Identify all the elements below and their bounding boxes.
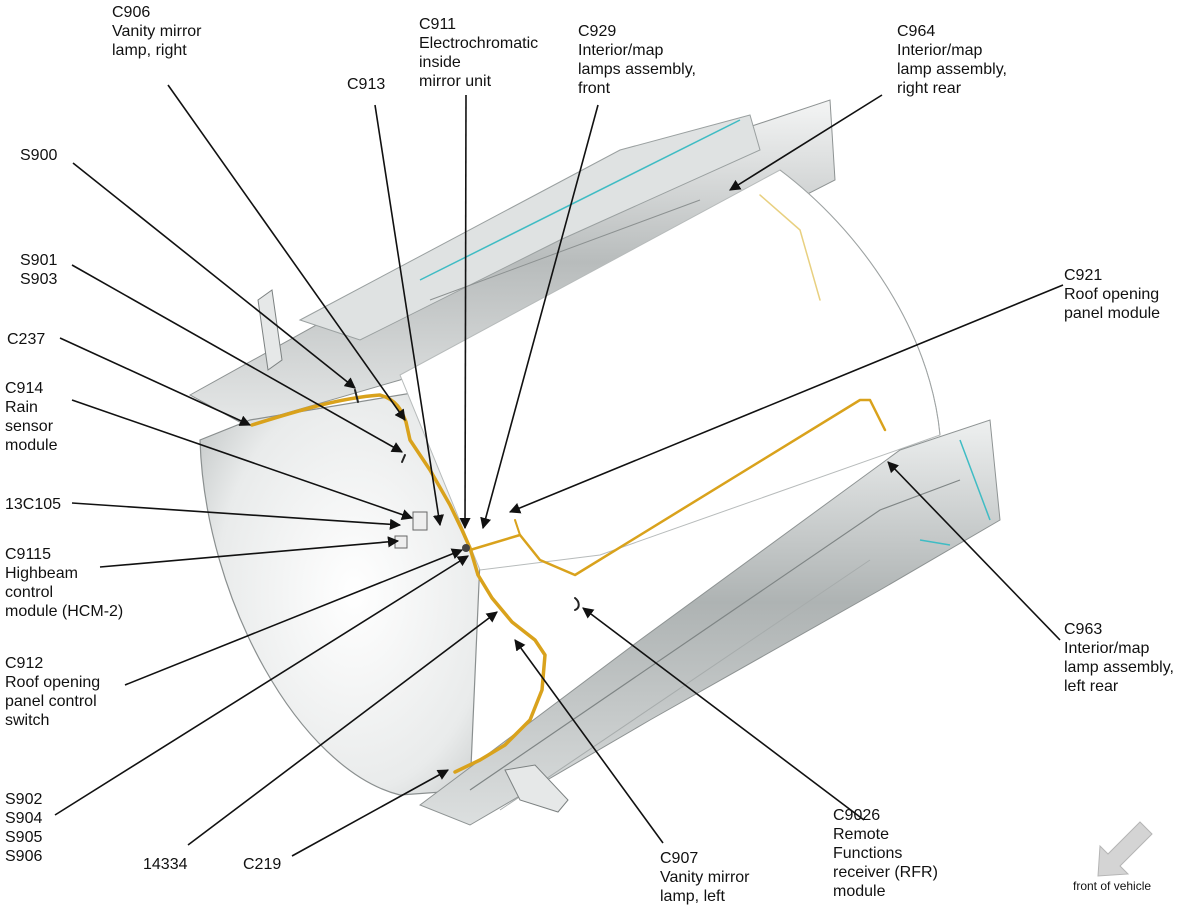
harness-branch-short: [514, 519, 521, 536]
label-c907: C907 Vanity mirror lamp, left: [660, 850, 750, 905]
label-14334: 14334: [143, 856, 188, 873]
mirror-connector: [462, 544, 470, 552]
label-c914: C914 Rain sensor module: [5, 380, 58, 454]
label-c911: C911 Electrochromatic inside mirror unit: [419, 16, 539, 90]
visor-right: [257, 289, 283, 371]
label-s901-s903: S901 S903: [20, 252, 58, 288]
highbeam-module: [394, 535, 408, 549]
vehicle-roof-body: [188, 99, 1001, 826]
rain-sensor-module: [412, 511, 428, 531]
label-13c105: 13C105: [5, 496, 62, 513]
visor-left: [504, 764, 569, 813]
label-s900: S900: [20, 147, 58, 164]
front-of-vehicle-label: front of vehicle: [1073, 879, 1152, 893]
label-c219: C219: [243, 856, 282, 873]
leader-c912: [124, 548, 464, 686]
leader-13c105: [71, 502, 402, 530]
label-c9026: C9026 Remote Functions receiver (RFR) mo…: [833, 807, 938, 900]
leader-s902: [54, 555, 469, 816]
label-c906: C906 Vanity mirror lamp, right: [112, 4, 202, 59]
label-c929: C929 Interior/map lamps assembly, front: [578, 23, 696, 97]
label-s902-s906: S902 S904 S905 S906: [5, 791, 43, 865]
wiring-harness: [250, 194, 887, 774]
leader-14334: [187, 611, 498, 846]
leader-c929: [480, 104, 599, 530]
label-c921: C921 Roof opening panel module: [1064, 267, 1161, 322]
label-c963: C963 Interior/map lamp assembly, left re…: [1064, 621, 1174, 695]
leader-c913: [374, 104, 444, 527]
leader-s901: [71, 264, 403, 453]
label-c237: C237: [7, 331, 46, 348]
leader-s900: [72, 162, 356, 389]
leader-c9026: [582, 607, 865, 821]
harness-main: [250, 393, 547, 774]
leader-lines: [54, 84, 1064, 857]
label-c9115: C9115 Highbeam control module (HCM-2): [5, 546, 124, 620]
leader-c219: [291, 769, 449, 857]
leader-c911: [459, 94, 471, 530]
leader-c921: [508, 284, 1064, 514]
leader-c907: [514, 639, 664, 844]
front-of-vehicle-arrow-icon: [1097, 821, 1153, 877]
leader-c963: [887, 461, 1061, 641]
harness-branch-rear: [759, 194, 821, 301]
leader-c964: [729, 94, 883, 191]
label-c912: C912 Roof opening panel control switch: [5, 655, 101, 729]
leader-c9115: [99, 536, 400, 568]
leader-c914: [71, 399, 414, 520]
leader-c906: [167, 84, 406, 421]
label-c964: C964 Interior/map lamp assembly, right r…: [897, 23, 1007, 97]
windshield-glass: [199, 389, 481, 796]
roof-rail-right-inner: [298, 114, 761, 341]
leader-c237: [59, 337, 252, 426]
label-c913: C913: [347, 76, 386, 93]
